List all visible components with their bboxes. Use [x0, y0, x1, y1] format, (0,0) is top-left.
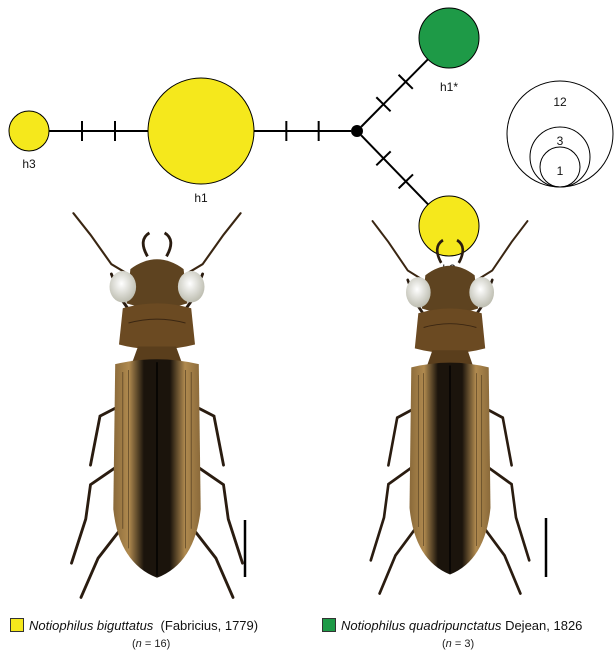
legend-authority: (Fabricius, 1779): [161, 618, 259, 633]
legend-species-name: Notiophilus quadripunctatus: [341, 618, 501, 633]
beetle-specimen-biguttatus: [71, 213, 242, 597]
legend-authority: Dejean, 1826: [505, 618, 582, 633]
network-edge-median-h2: [361, 135, 428, 204]
haplotype-node-h1star: [419, 8, 479, 68]
haplotype-node-h2: [419, 196, 479, 256]
haplotype-node-h3: [9, 111, 49, 151]
median-vector-node: [351, 125, 363, 137]
size-key-label-3: 3: [557, 134, 564, 148]
legend-swatch-quadripunctatus: [322, 618, 336, 632]
beetle-specimen-quadripunctatus: [371, 221, 529, 593]
legend-item-quadripunctatus: Notiophilus quadripunctatus Dejean, 1826…: [322, 618, 582, 634]
haplotype-label-h1: h1: [194, 191, 208, 205]
haplotype-label-h1star: h1*: [440, 80, 458, 94]
haplotype-node-h1: [148, 78, 254, 184]
legend-swatch-biguttatus: [10, 618, 24, 632]
size-key: 12 3 1: [507, 81, 613, 187]
legend-item-biguttatus: Notiophilus biguttatus (Fabricius, 1779)…: [10, 618, 258, 634]
size-key-label-1: 1: [557, 164, 564, 178]
legend-count: (n = 3): [442, 636, 474, 652]
legend-species-name: Notiophilus biguttatus: [29, 618, 153, 633]
legend-count: (n = 16): [132, 636, 170, 652]
haplotype-label-h3: h3: [22, 157, 36, 171]
network-edge-median-h1star: [361, 59, 428, 126]
size-key-label-12: 12: [553, 95, 567, 109]
